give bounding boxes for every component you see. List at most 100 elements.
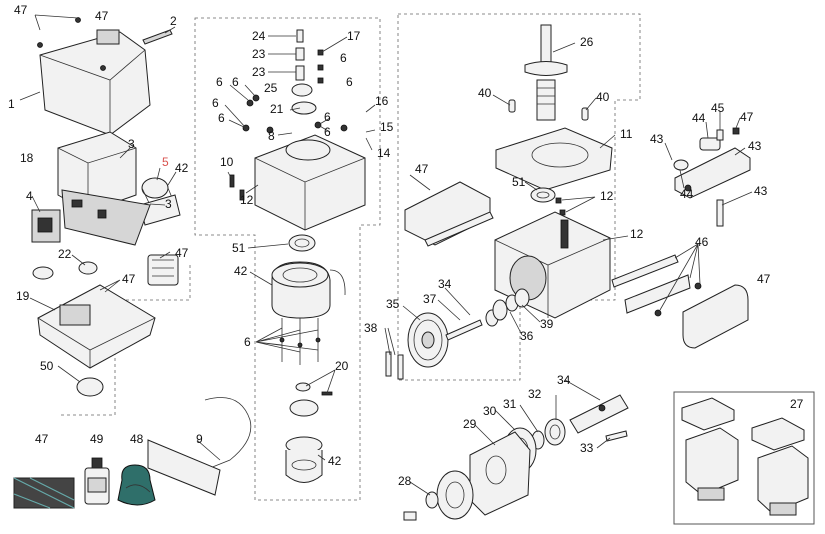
label-34: 34 xyxy=(438,277,452,291)
pin-part-24 xyxy=(296,29,304,43)
label-47: 47 xyxy=(415,162,429,176)
gear-part-35 xyxy=(407,312,449,368)
label-26: 26 xyxy=(580,35,594,49)
label-5: 5 xyxy=(162,155,169,169)
label-31: 31 xyxy=(503,397,517,411)
label-43: 43 xyxy=(650,132,664,146)
label-37: 37 xyxy=(423,292,437,306)
washers-part-34-36-39 xyxy=(485,288,530,327)
gasket-part-11 xyxy=(495,127,613,191)
capacitor-part-5 xyxy=(139,177,181,226)
label-9: 9 xyxy=(196,432,203,446)
cable-part-9 xyxy=(147,397,252,496)
label-45: 45 xyxy=(711,101,725,115)
shaft-part-34-lower xyxy=(569,394,629,434)
label-14: 14 xyxy=(377,146,391,160)
label-18: 18 xyxy=(20,151,34,165)
label-43: 43 xyxy=(748,139,762,153)
bottle-part-49 xyxy=(84,457,110,505)
label-47: 47 xyxy=(35,432,49,446)
base-plate-part-19 xyxy=(37,284,156,369)
label-42: 42 xyxy=(328,454,342,468)
pins-part-38 xyxy=(385,351,404,380)
label-6: 6 xyxy=(340,51,347,65)
label-47: 47 xyxy=(122,272,136,286)
label-25: 25 xyxy=(264,81,278,95)
pinion-part-28 xyxy=(403,470,474,521)
label-6: 6 xyxy=(324,110,331,124)
screws-part-6-17 xyxy=(242,49,348,134)
label-24: 24 xyxy=(252,29,266,43)
roller-part-44 xyxy=(673,137,721,171)
pin-part-23 xyxy=(295,47,305,81)
label-47: 47 xyxy=(757,272,771,286)
label-6: 6 xyxy=(346,75,353,89)
label-6: 6 xyxy=(216,75,223,89)
label-23: 23 xyxy=(252,65,266,79)
label-43: 43 xyxy=(754,184,768,198)
label-47: 47 xyxy=(175,246,189,260)
screws-part-6-lower xyxy=(279,318,321,365)
inset-kit-part-27 xyxy=(673,391,815,525)
label-28: 28 xyxy=(398,474,412,488)
control-board-part-18 xyxy=(61,189,151,246)
label-3: 3 xyxy=(165,197,172,211)
rack-bracket-part-46 xyxy=(611,254,702,317)
output-shaft-part-26 xyxy=(524,24,568,121)
label-12: 12 xyxy=(240,193,254,207)
label-44: 44 xyxy=(692,111,706,125)
label-44: 44 xyxy=(680,187,694,201)
label-51: 51 xyxy=(232,241,246,255)
label-40: 40 xyxy=(596,90,610,104)
motor-rotor-part-42 xyxy=(285,436,323,483)
label-6: 6 xyxy=(244,335,251,349)
label-48: 48 xyxy=(130,432,144,446)
label-8: 8 xyxy=(268,129,275,143)
label-22: 22 xyxy=(58,247,72,261)
label-47: 47 xyxy=(14,3,28,17)
label-42: 42 xyxy=(175,161,189,175)
pin-part-33 xyxy=(605,430,628,442)
label-6: 6 xyxy=(218,111,225,125)
rings-part-20 xyxy=(289,382,333,417)
grease-part-47 xyxy=(13,477,75,509)
label-27: 27 xyxy=(790,397,804,411)
gear-part-29 xyxy=(469,431,531,516)
label-50: 50 xyxy=(40,359,54,373)
label-33: 33 xyxy=(580,441,594,455)
label-49: 49 xyxy=(90,432,104,446)
label-47: 47 xyxy=(95,9,109,23)
label-21: 21 xyxy=(270,102,284,116)
label-36: 36 xyxy=(520,329,534,343)
label-11: 11 xyxy=(620,127,633,141)
motor-part-42 xyxy=(271,261,346,319)
bearing-part-51-center xyxy=(288,234,316,252)
electronics-box-part-3 xyxy=(57,131,137,213)
gear-housing-part-12-center xyxy=(254,134,366,231)
terminal-block-part-47 xyxy=(147,254,179,286)
label-12: 12 xyxy=(630,227,644,241)
label-47: 47 xyxy=(740,110,754,124)
bracket-part-43 xyxy=(674,147,751,199)
pins-part-40 xyxy=(508,99,589,121)
label-40: 40 xyxy=(478,86,492,100)
cover-part-1 xyxy=(37,17,173,136)
label-6: 6 xyxy=(212,96,219,110)
bag-part-48 xyxy=(117,464,156,506)
label-29: 29 xyxy=(463,417,477,431)
label-35: 35 xyxy=(386,297,400,311)
shaft-part-37 xyxy=(445,319,483,341)
label-46: 46 xyxy=(695,235,709,249)
label-6: 6 xyxy=(232,75,239,89)
bearing-part-25 xyxy=(291,83,317,115)
label-3: 3 xyxy=(128,137,135,151)
label-30: 30 xyxy=(483,404,497,418)
label-15: 15 xyxy=(380,120,394,134)
label-16: 16 xyxy=(375,94,389,108)
label-23: 23 xyxy=(252,47,266,61)
leader-lines xyxy=(19,14,753,496)
label-20: 20 xyxy=(335,359,349,373)
label-32: 32 xyxy=(528,387,542,401)
label-2: 2 xyxy=(170,14,177,28)
